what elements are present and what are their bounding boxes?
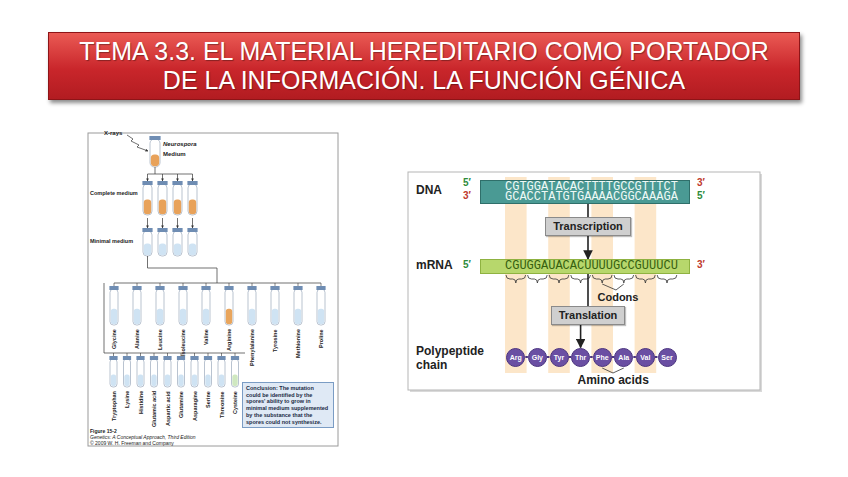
right-figure-frame <box>408 172 760 390</box>
node-text: Thr <box>575 354 586 361</box>
xray-beam <box>127 135 148 151</box>
amino-acid-circle: Ser <box>658 348 677 367</box>
node-text: Phe <box>596 354 609 361</box>
connector-line <box>587 274 589 306</box>
tube-label: Threonine <box>219 391 225 418</box>
figure-label: 3′ <box>463 190 471 202</box>
tube-label: Proline <box>318 329 324 348</box>
node-text: CGUGGAUACACUUUUGCCGUUUCU <box>505 260 689 273</box>
figure-label: Complete medium <box>90 190 138 196</box>
tube-label: Lysine <box>124 391 130 408</box>
slide-title: TEMA 3.3. EL MATERIAL HEREDITARIO COMO P… <box>69 37 779 95</box>
process-box: Transcription <box>545 217 631 236</box>
amino-acid-circle: Tyr <box>550 348 569 367</box>
figure-label: mRNA <box>416 259 453 273</box>
tube-label: Glutamine <box>178 391 184 418</box>
tube-label: Aspartic acid <box>165 391 171 426</box>
amino-acid-circle: Arg <box>506 348 525 367</box>
amino-acid-circle: Ala <box>614 348 633 367</box>
figure-label: Minimal medium <box>90 238 133 244</box>
node-text: Arg <box>510 354 522 361</box>
tube-label: Valine <box>203 329 209 345</box>
distribution-bracket <box>104 283 321 353</box>
figure-label: Genetics: A Conceptual Approach, Third E… <box>90 435 196 441</box>
tube-label: Tyrosine <box>272 329 278 352</box>
figure-label: © 2009 W. H. Freeman and Company <box>90 441 174 447</box>
figure-label: Medium <box>163 151 186 158</box>
figure-label: Figure 15-2 <box>90 429 117 435</box>
amino-acids-pointer <box>602 368 624 373</box>
tube-label: Methionine <box>295 329 301 358</box>
tube-label: Leucine <box>157 329 163 350</box>
node-text: Ser <box>661 354 672 361</box>
amino-acid-circle: Val <box>636 348 655 367</box>
amino-acid-circle: Thr <box>571 348 590 367</box>
connector-arrow <box>587 236 589 259</box>
figure-label: Amino acids <box>578 374 649 388</box>
connector-arrow <box>580 325 582 348</box>
node-text: Conclusion: The mutation could be identi… <box>246 385 330 425</box>
tube-label: Cysteine <box>232 391 238 414</box>
tube-label: Histidine <box>138 391 144 414</box>
codon-bands <box>505 177 656 373</box>
node-text: GCACCTATGTGAAAACGGCAAAGA <box>505 192 689 203</box>
figure-label: 5′ <box>463 177 471 189</box>
tube-label: Arginine <box>226 329 232 351</box>
tube-label: Glutamic acid <box>151 391 157 427</box>
left-figure-frame <box>88 133 338 446</box>
node-text: Ala <box>618 354 629 361</box>
process-box: Translation <box>551 306 626 325</box>
figure-label: 5′ <box>463 259 471 271</box>
figure-label: Polypeptide chain <box>416 345 496 373</box>
tube-label: Glycine <box>111 329 117 349</box>
figure-label: DNA <box>416 184 442 198</box>
figure-label: 3′ <box>697 177 705 189</box>
tube-label: Asparagine <box>192 391 198 421</box>
tube-label: Alanine <box>134 329 140 349</box>
tube-label: Isoleucine <box>180 329 186 356</box>
node-text: Val <box>640 354 650 361</box>
codon-braces <box>506 275 677 283</box>
node-text: Translation <box>559 309 618 322</box>
amino-acid-circle: Phe <box>593 348 612 367</box>
transfer-line <box>148 256 218 283</box>
node-text: Transcription <box>553 220 623 233</box>
tube-label: Phenylalanine <box>249 329 255 366</box>
tube-label: Tryptophan <box>111 391 117 421</box>
tube-drawing <box>109 136 325 387</box>
codons-pointer <box>602 284 624 290</box>
conclusion-box: Conclusion: The mutation could be identi… <box>242 382 334 428</box>
node-text: CGTGGATACACTTTTGCCGTTTCT <box>505 182 689 193</box>
dna-strand-band: CGTGGATACACTTTTGCCGTTTCTGCACCTATGTGAAAAC… <box>480 180 690 204</box>
mrna-strand-band: CGUGGAUACACUUUUGCCGUUUCU <box>480 259 690 274</box>
title-banner: TEMA 3.3. EL MATERIAL HEREDITARIO COMO P… <box>48 32 800 100</box>
connector-line <box>587 204 589 217</box>
figure-label: 5′ <box>697 190 705 202</box>
figure-label: Neurospora <box>163 141 197 148</box>
figure-label: Codons <box>598 291 639 304</box>
branch-line <box>148 167 193 174</box>
node-text: Gly <box>532 354 543 361</box>
amino-acid-circle: Gly <box>528 348 547 367</box>
tube-label: Serine <box>205 391 211 408</box>
node-text: Tyr <box>554 354 564 361</box>
figure-label: X-rays <box>104 130 122 137</box>
figure-label: 3′ <box>697 259 705 271</box>
